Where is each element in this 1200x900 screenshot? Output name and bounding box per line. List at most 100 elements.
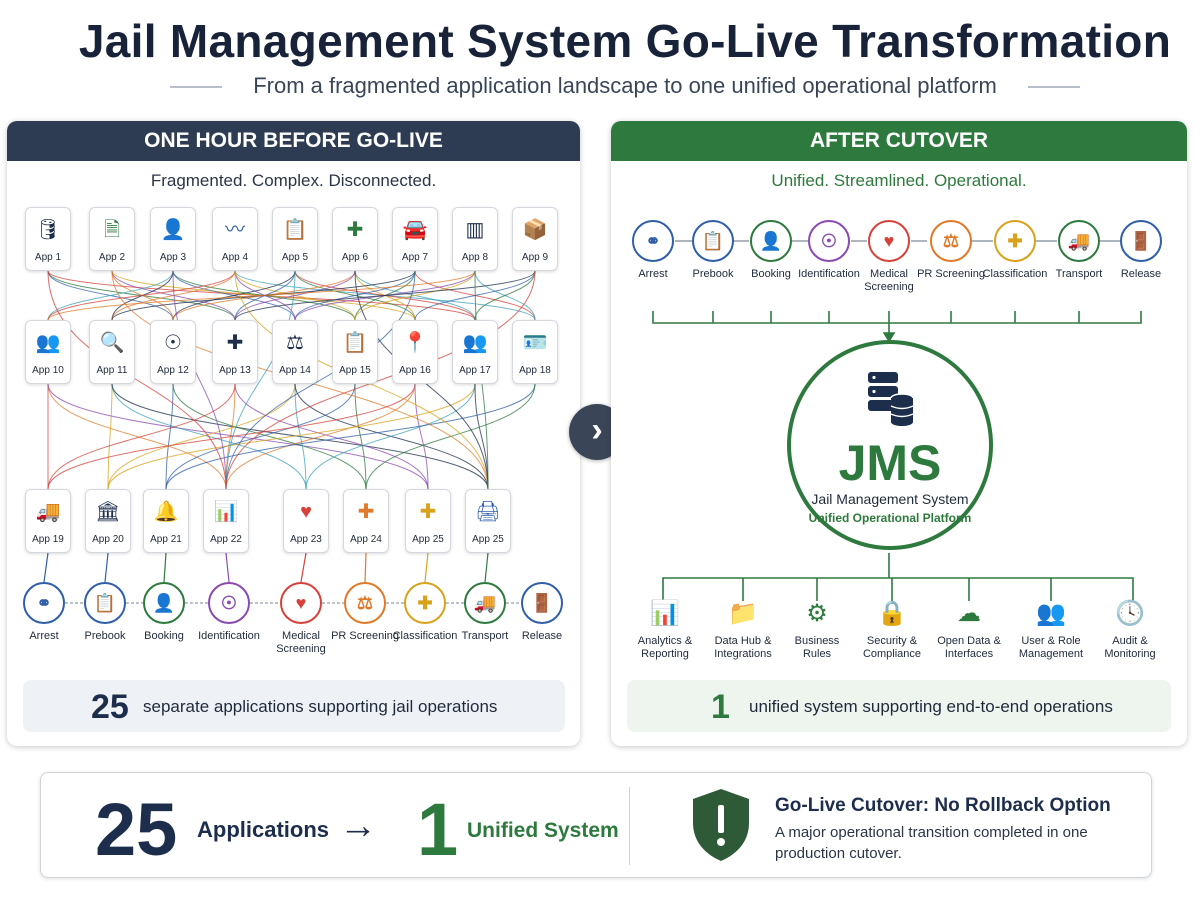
stage-label: Medical Screening bbox=[864, 268, 914, 293]
module-audit-monitoring: 🕓Audit & Monitoring bbox=[1093, 599, 1167, 661]
clipboard-icon: 📋 bbox=[692, 220, 734, 262]
before-count-box: 25 separate applications supporting jail… bbox=[23, 680, 565, 732]
app-tile: ☉ App 12 bbox=[150, 320, 196, 384]
shield-plus-icon: ✚ bbox=[346, 219, 364, 241]
heart-pulse-icon: ♥ bbox=[280, 582, 322, 624]
warning-shield-icon bbox=[693, 789, 749, 861]
clipboard-icon: 📋 bbox=[282, 219, 308, 241]
stage-arrest: ⚭ Arrest bbox=[617, 220, 689, 281]
shield-plus-icon: ✚ bbox=[404, 582, 446, 624]
stage-prebook: 📋Prebook bbox=[677, 220, 749, 281]
before-count-text: separate applications supporting jail op… bbox=[143, 697, 498, 716]
stage-label: PR Screening bbox=[917, 268, 985, 280]
gear-icon: ⚙ bbox=[806, 600, 828, 627]
user-icon: 👤 bbox=[143, 582, 185, 624]
module-analytics-reporting: 📊Analytics & Reporting bbox=[628, 599, 702, 661]
app-tile: 👤App 3 bbox=[150, 207, 196, 271]
app-tile: 🏛 App 20 bbox=[85, 489, 131, 553]
database-icon: 🛢 bbox=[35, 219, 61, 241]
app-label: App 17 bbox=[459, 365, 491, 376]
users-icon: 👥 bbox=[462, 332, 488, 354]
stage-label: Release bbox=[1120, 268, 1162, 280]
app-label: App 18 bbox=[519, 365, 551, 376]
app-tile: 〰App 4 bbox=[212, 207, 258, 271]
stage-medical-screening: ♥Medical Screening bbox=[853, 220, 925, 294]
truck-icon: 🚚 bbox=[464, 582, 506, 624]
app-label: App 1 bbox=[34, 252, 62, 263]
module-label: Analytics & Reporting bbox=[637, 635, 693, 660]
app-tile: 🗎App 2 bbox=[89, 207, 135, 271]
app-tile: 📋App 5 bbox=[272, 207, 318, 271]
truck-icon: 🚚 bbox=[35, 501, 61, 523]
app-tile: ✚App 25 bbox=[405, 489, 451, 553]
module-open-data-interfaces: ☁Open Data & Interfaces bbox=[932, 599, 1006, 661]
fingerprint-icon: ☉ bbox=[164, 332, 182, 354]
app-tile: 👥 App 17 bbox=[452, 320, 498, 384]
app-label: App 12 bbox=[157, 365, 189, 376]
app-tile: 🔍App 11 bbox=[89, 320, 135, 384]
shield-plus-icon: ✚ bbox=[994, 220, 1036, 262]
car-icon: 🚘 bbox=[402, 219, 428, 241]
module-label: Data Hub & Integrations bbox=[714, 635, 772, 660]
hub-tagline: Unified Operational Platform bbox=[808, 511, 972, 525]
app-tile: 📊App 22 bbox=[203, 489, 249, 553]
truck-icon: 🚚 bbox=[1058, 220, 1100, 262]
app-tile: 📍App 16 bbox=[392, 320, 438, 384]
stage-identification: ☉Identification bbox=[793, 220, 865, 281]
stage-label: Booking bbox=[144, 630, 184, 642]
stage-transport: 🚚Transport bbox=[449, 582, 521, 643]
app-tile: 👥 App 10 bbox=[25, 320, 71, 384]
app-label: App 14 bbox=[279, 365, 311, 376]
stage-classification: ✚ Classification bbox=[979, 220, 1051, 281]
summary-description: A major operational transition completed… bbox=[775, 824, 1088, 862]
connection-tangle bbox=[43, 270, 536, 604]
app-label: App 6 bbox=[341, 252, 369, 263]
users-icon: 👥 bbox=[35, 332, 61, 354]
stage-label: PR Screening bbox=[331, 630, 399, 642]
database-server-icon bbox=[868, 372, 914, 426]
stage-pr-screening: ⚖PR Screening bbox=[915, 220, 987, 281]
handcuffs-icon: ⚭ bbox=[632, 220, 674, 262]
app-label: App 16 bbox=[399, 365, 431, 376]
module-label: Security & Compliance bbox=[862, 635, 922, 660]
app-tile: 🖨 App 25 bbox=[465, 489, 511, 553]
stage-label: Medical Screening bbox=[276, 630, 326, 655]
app-label: App 20 bbox=[92, 534, 124, 545]
subtitle-rule-left bbox=[170, 86, 222, 88]
fingerprint-icon: ☉ bbox=[208, 582, 250, 624]
medical-cross-icon: ✚ bbox=[226, 332, 244, 354]
app-tile: ✚App 13 bbox=[212, 320, 258, 384]
hub-acronym: JMS bbox=[838, 435, 942, 491]
stage-pr-screening: ⚖PR Screening bbox=[329, 582, 401, 643]
app-label: App 8 bbox=[461, 252, 489, 263]
stage-arrest: ⚭Arrest bbox=[8, 582, 80, 643]
app-tile: 🪪App 18 bbox=[512, 320, 558, 384]
pulse-icon: 〰 bbox=[225, 219, 245, 241]
app-label: App 25 bbox=[472, 534, 504, 545]
stage-booking: 👤Booking bbox=[735, 220, 807, 281]
app-label: App 7 bbox=[401, 252, 429, 263]
printer-icon: 🖨 bbox=[475, 501, 501, 523]
stage-label: Arrest bbox=[638, 268, 668, 280]
users-icon: 👥 bbox=[1036, 600, 1066, 627]
summary-to-number: 1 bbox=[417, 788, 459, 871]
app-tile: 🚚App 19 bbox=[25, 489, 71, 553]
app-label: App 10 bbox=[32, 365, 64, 376]
stage-label: Classification bbox=[982, 268, 1048, 280]
app-tile: ♥App 23 bbox=[283, 489, 329, 553]
folder-icon: 📁 bbox=[728, 600, 758, 627]
before-panel-header: ONE HOUR BEFORE GO-LIVE bbox=[7, 121, 580, 161]
courthouse-icon: 🏛 bbox=[95, 501, 121, 523]
exit-door-icon: 🚪 bbox=[1120, 220, 1162, 262]
module-business-rules: ⚙Business Rules bbox=[780, 599, 854, 661]
app-tile: 🛢 App 1 bbox=[25, 207, 71, 271]
medical-kit-icon: ✚ bbox=[357, 501, 375, 523]
heart-pulse-icon: ♥ bbox=[300, 501, 312, 523]
user-icon: 👤 bbox=[160, 219, 186, 241]
bar-chart-icon: 📊 bbox=[213, 501, 239, 523]
app-tile: 📦App 9 bbox=[512, 207, 558, 271]
module-security-compliance: 🔒Security & Compliance bbox=[855, 599, 929, 661]
app-label: App 11 bbox=[96, 365, 128, 376]
before-count-number: 25 bbox=[91, 688, 129, 726]
before-panel: ONE HOUR BEFORE GO-LIVE Fragmented. Comp… bbox=[7, 121, 580, 746]
